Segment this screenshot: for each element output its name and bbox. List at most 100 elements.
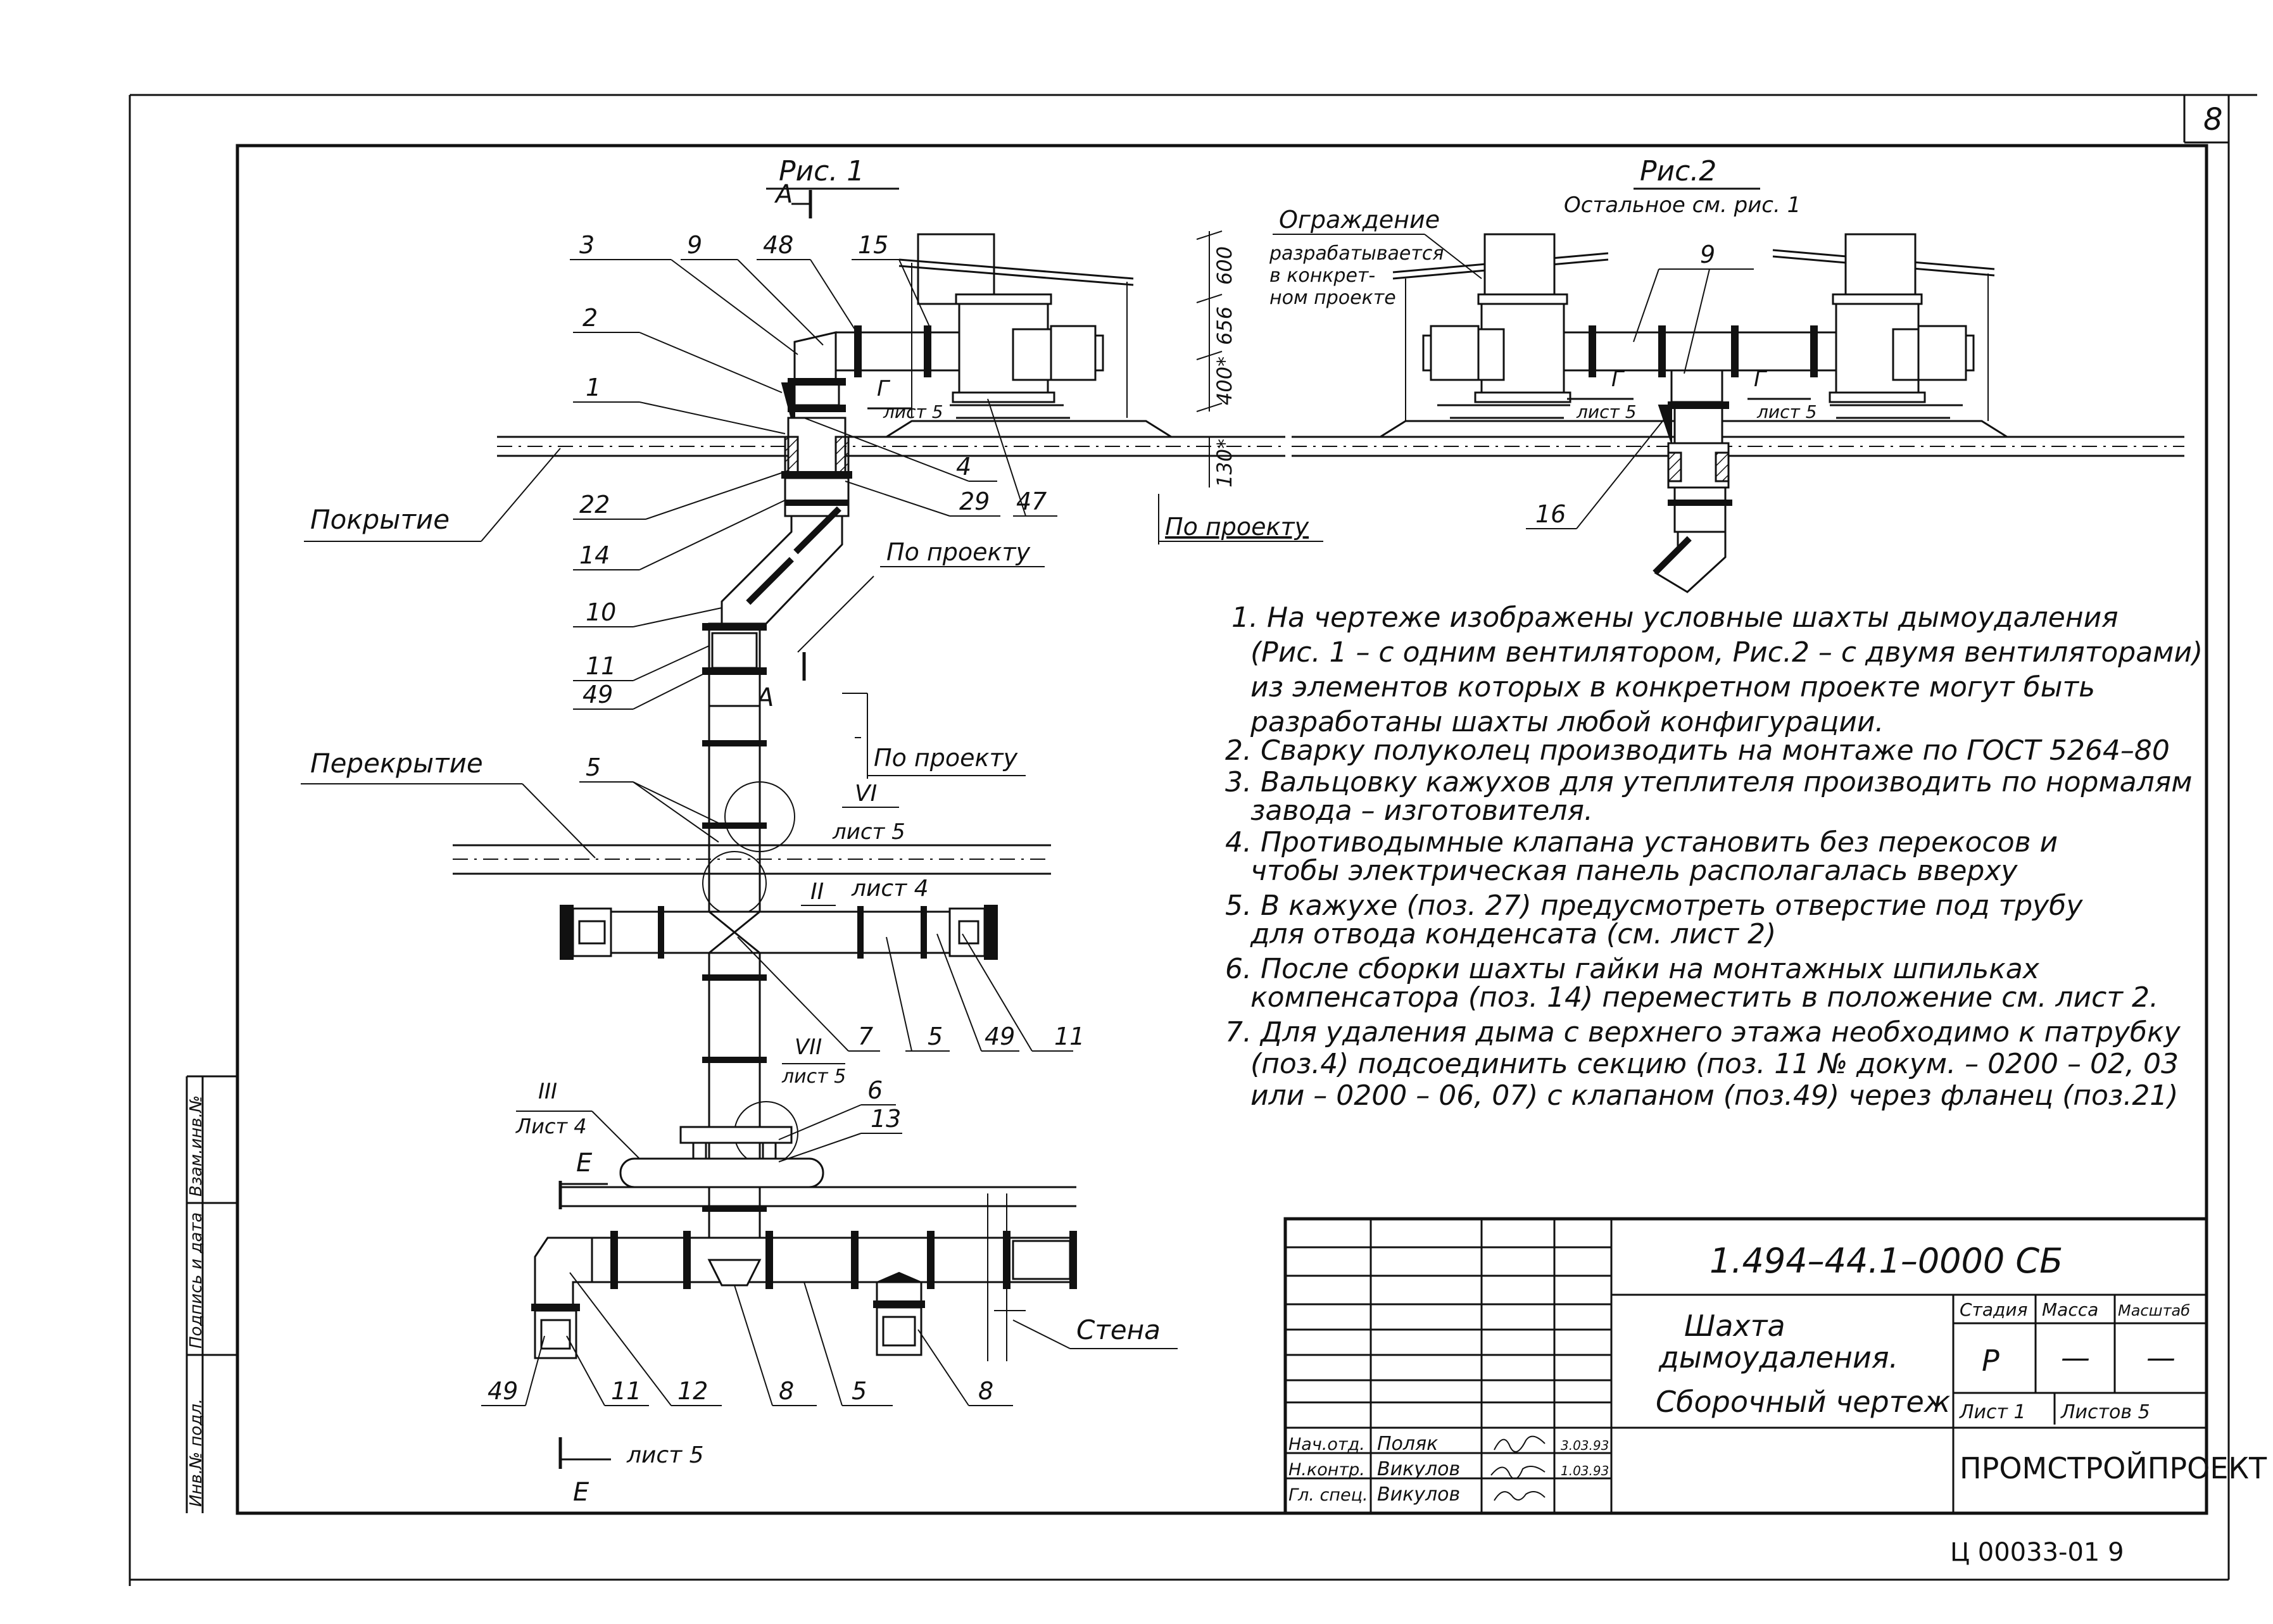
sheet-total: Листов 5	[2060, 1401, 2150, 1423]
callout-48: 48	[757, 231, 855, 330]
signature-scribble-2	[1490, 1466, 1546, 1480]
svg-text:1: 1	[586, 374, 601, 401]
sig-role-2: Н.контр.	[1288, 1460, 1365, 1480]
svg-text:16: 16	[1535, 500, 1566, 528]
stage-value: Р	[1982, 1344, 1999, 1378]
sig-date-2: 1.03.93	[1561, 1463, 1609, 1478]
svg-text:49: 49	[488, 1377, 518, 1405]
side-stamp-sign: Подпись и дата	[187, 1212, 206, 1349]
label-per-project-1: По проекту	[1165, 513, 1309, 541]
svg-text:5: 5	[586, 753, 601, 781]
fig2: Рис.2 Остальное см. рис. 1	[1292, 155, 2184, 593]
fig2-callout-9: 9	[1633, 241, 1754, 374]
guard-note: Ограждение разрабатывается в конкрет- но…	[1269, 206, 1482, 309]
svg-text:29: 29	[959, 488, 990, 515]
dim-130: 130*	[1212, 439, 1237, 488]
general-notes: 1. На чертеже изображены условные шахты …	[1225, 601, 2203, 1112]
sig-name-3: Викулов	[1377, 1483, 1460, 1506]
label-roof: Покрытие	[310, 504, 450, 535]
callout-14: 14	[573, 500, 786, 570]
callout-49-branch: 49	[936, 933, 1019, 1052]
note-line-14: 7. Для удаления дыма с верхнего этажа не…	[1225, 1016, 2181, 1048]
note-line-16: или – 0200 – 06, 07) с клапаном (поз.49)…	[1250, 1080, 2178, 1112]
callout-2: 2	[573, 304, 783, 393]
callout-29: 29	[845, 481, 1000, 517]
note-line-5: 2. Сварку полуколец производить на монта…	[1225, 734, 2170, 767]
svg-text:15: 15	[858, 231, 888, 259]
note-line-3: из элементов которых в конкретном проект…	[1250, 671, 2095, 703]
callout-8-left: 8	[734, 1285, 817, 1406]
title-block: 1.494–44.1–0000 СБ Шахта дымоудаления. С…	[1283, 1217, 2267, 1515]
label-floor: Перекрытие	[310, 748, 483, 779]
callout-13: 13	[778, 1105, 902, 1162]
note-line-7: завода – изготовителя.	[1250, 795, 1593, 827]
side-stamp-inv: Инв.№ подл.	[187, 1399, 206, 1507]
callout-5-branch: 5	[886, 936, 950, 1052]
note-line-1: 1. На чертеже изображены условные шахты …	[1231, 601, 2119, 634]
note-line-4: разработаны шахты любой конфигурации.	[1250, 706, 1884, 738]
svg-text:5: 5	[852, 1377, 867, 1405]
section-e-sheet: лист 5	[626, 1442, 704, 1468]
callout-7: 7	[737, 936, 880, 1052]
svg-text:49: 49	[985, 1023, 1015, 1050]
guard-note-1: разрабатывается	[1269, 242, 1444, 265]
guard-label: Ограждение	[1279, 206, 1440, 234]
fig2-title: Рис.2	[1640, 155, 1716, 187]
detail-ref-vi-sheet: лист 5	[832, 819, 905, 845]
svg-text:8: 8	[779, 1377, 794, 1405]
callout-49-bottom: 49	[481, 1335, 545, 1406]
organization: ПРОМСТРОЙПРОЕКТ	[1960, 1451, 2267, 1485]
sig-role-1: Нач.отд.	[1288, 1435, 1365, 1454]
note-line-10: 5. В кажухе (поз. 27) предусмотреть отве…	[1225, 890, 2083, 922]
svg-text:48: 48	[763, 231, 793, 259]
callout-11-branch: 11	[962, 933, 1085, 1052]
note-line-9: чтобы электрическая панель располагалась…	[1250, 855, 2018, 887]
svg-text:9: 9	[1700, 241, 1715, 268]
fig2-view-sheet-1: лист 5	[1576, 401, 1637, 422]
guard-note-3: ном проекте	[1269, 287, 1396, 309]
svg-text:2: 2	[582, 304, 598, 332]
svg-text:14: 14	[579, 541, 610, 569]
doc-title-3: Сборочный чертеж	[1656, 1385, 1951, 1419]
detail-ref-iii: III	[538, 1079, 557, 1104]
detail-ref-vi: VI	[855, 781, 877, 807]
dim-656: 656	[1212, 306, 1237, 345]
svg-text:10: 10	[586, 598, 616, 626]
sheet-index: Лист 1	[1959, 1401, 2026, 1423]
callout-1: 1	[573, 374, 786, 434]
sig-date-1: 3.03.93	[1561, 1438, 1609, 1453]
callout-9: 9	[681, 231, 824, 346]
note-line-8: 4. Противодымные клапана установить без …	[1225, 826, 2058, 859]
dim-400: 400*	[1212, 356, 1237, 405]
sig-role-3: Гл. спец.	[1288, 1485, 1368, 1505]
drawing-frame	[129, 94, 2257, 1586]
doc-title-2: дымоудаления.	[1658, 1340, 1898, 1375]
svg-text:3: 3	[579, 231, 595, 259]
note-line-6: 3. Вальцовку кажухов для утеплителя прои…	[1225, 766, 2192, 798]
detail-ref-vii-sheet: лист 5	[781, 1066, 846, 1088]
svg-text:11: 11	[586, 652, 616, 680]
doc-title-1: Шахта	[1684, 1309, 1785, 1343]
detail-ref-ii: II	[810, 879, 824, 905]
sig-name-1: Поляк	[1377, 1433, 1438, 1455]
svg-text:7: 7	[858, 1023, 873, 1050]
fig2-view-label-1: Г	[1611, 367, 1625, 392]
guard-note-2: в конкрет-	[1269, 265, 1375, 287]
svg-text:13: 13	[871, 1105, 901, 1133]
fig1-view-sheet: лист 5	[883, 401, 943, 422]
scale-label: Масштаб	[2118, 1302, 2190, 1319]
detail-ref-iii-sheet: Лист 4	[515, 1114, 587, 1138]
scale-value: —	[2146, 1340, 2175, 1375]
signature-scribble-3	[1494, 1491, 1546, 1501]
svg-text:11: 11	[611, 1377, 641, 1405]
note-line-12: 6. После сборки шахты гайки на монтажных…	[1225, 953, 2040, 985]
sig-name-2: Викулов	[1377, 1458, 1460, 1480]
callout-6: 6	[778, 1076, 896, 1140]
callout-15: 15	[852, 231, 931, 330]
svg-text:9: 9	[687, 231, 702, 259]
note-line-13: компенсатора (поз. 14) переместить в пол…	[1250, 981, 2158, 1014]
svg-text:6: 6	[867, 1076, 883, 1104]
stage-label: Стадия	[1960, 1299, 2027, 1320]
callout-5-bottom: 5	[803, 1281, 893, 1406]
